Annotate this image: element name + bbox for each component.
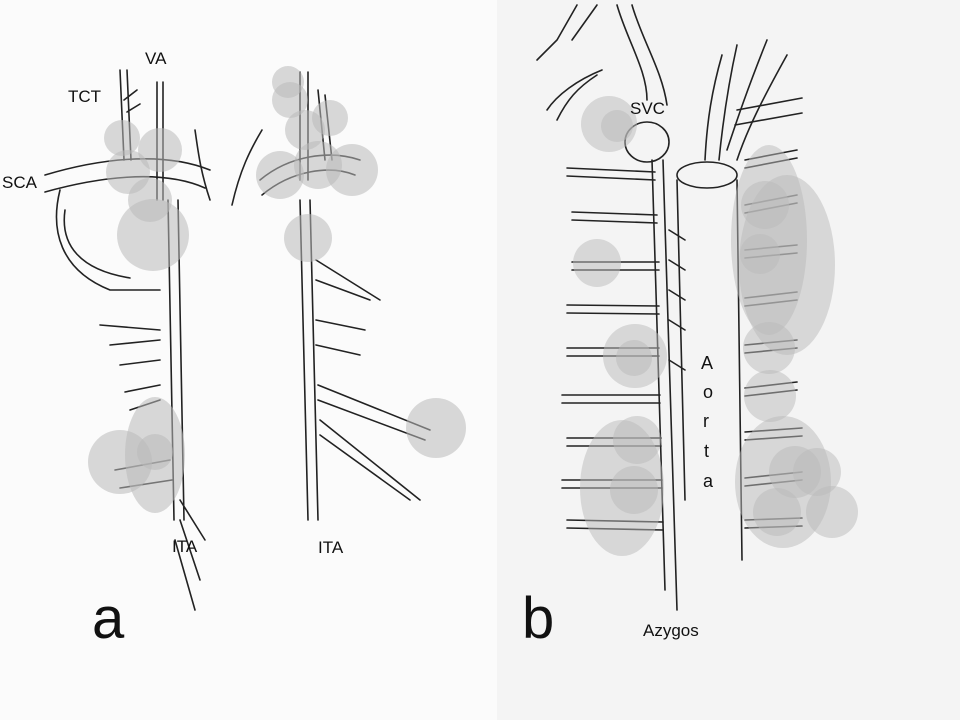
panel-a-nodules	[88, 66, 466, 513]
label-aorta-5: a	[703, 471, 714, 491]
label-va: VA	[145, 49, 167, 68]
panel-b: SVC A o r t a Azygos b	[497, 0, 960, 720]
label-aorta-3: r	[703, 411, 709, 431]
label-aorta-2: o	[703, 382, 714, 402]
panel-b-nodules	[573, 96, 858, 556]
panel-a-drawing	[44, 66, 466, 611]
label-tct: TCT	[68, 87, 102, 106]
label-sca: SCA	[2, 173, 37, 192]
panel-letter-b: b	[522, 586, 555, 651]
panel-a: VA TCT SCA ITA ITA a	[2, 49, 466, 651]
left-vessels	[44, 69, 431, 611]
label-aorta-4: t	[704, 441, 710, 461]
label-svc: SVC	[630, 99, 665, 118]
label-aorta-1: A	[701, 353, 714, 373]
panel-b-drawing	[536, 4, 858, 611]
panel-letter-a: a	[92, 586, 125, 651]
label-azygos: Azygos	[643, 621, 699, 640]
label-ita-left: ITA	[172, 537, 198, 556]
label-ita-right: ITA	[318, 538, 344, 557]
